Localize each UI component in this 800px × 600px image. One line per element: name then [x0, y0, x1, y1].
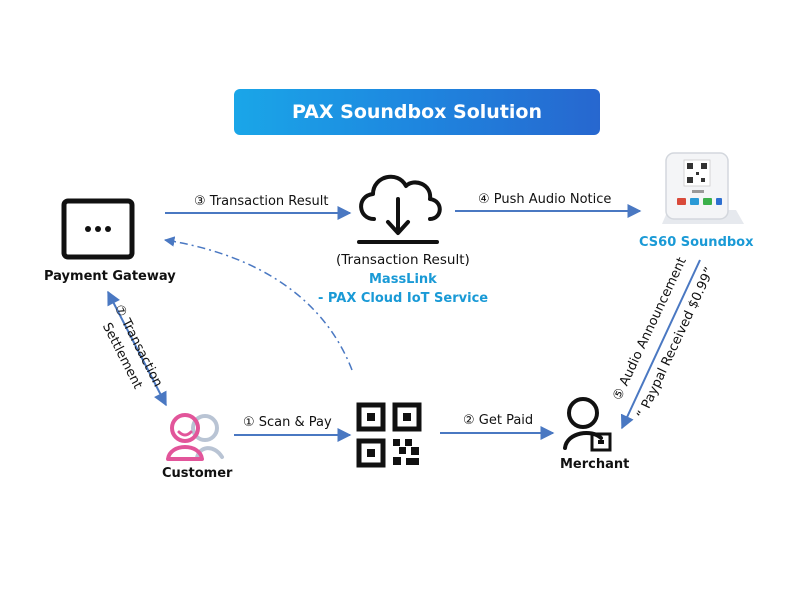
node-label-payment-gateway: Payment Gateway	[44, 269, 176, 284]
merchant-icon	[563, 397, 612, 452]
page-title: PAX Soundbox Solution	[234, 89, 600, 135]
node-label-merchant: Merchant	[560, 457, 630, 472]
arrow-transaction-settlement	[107, 290, 167, 407]
node-label-customer: Customer	[162, 466, 233, 481]
node-label-soundbox: CS60 Soundbox	[639, 235, 754, 250]
customer-icon	[166, 413, 224, 461]
soundbox-device-icon	[662, 152, 744, 224]
edge-label-get-paid: ② Get Paid	[463, 413, 534, 428]
node-label-masslink: MassLink	[369, 272, 437, 287]
edge-label-transaction-result: ③ Transaction Result	[194, 194, 329, 209]
edge-label-push-audio-notice: ④ Push Audio Notice	[478, 192, 612, 207]
arrow-qr-to-gateway-dashed	[163, 236, 353, 371]
node-label-pax-cloud: - PAX Cloud IoT Service	[318, 291, 489, 306]
edge-label-scan-pay: ① Scan & Pay	[243, 415, 332, 430]
node-caption-transaction-result: (Transaction Result)	[336, 252, 470, 268]
qr-code-icon	[356, 402, 422, 468]
monitor-icon	[61, 198, 135, 260]
cloud-download-icon	[357, 174, 442, 244]
arrow-audio-announcement	[620, 259, 701, 430]
